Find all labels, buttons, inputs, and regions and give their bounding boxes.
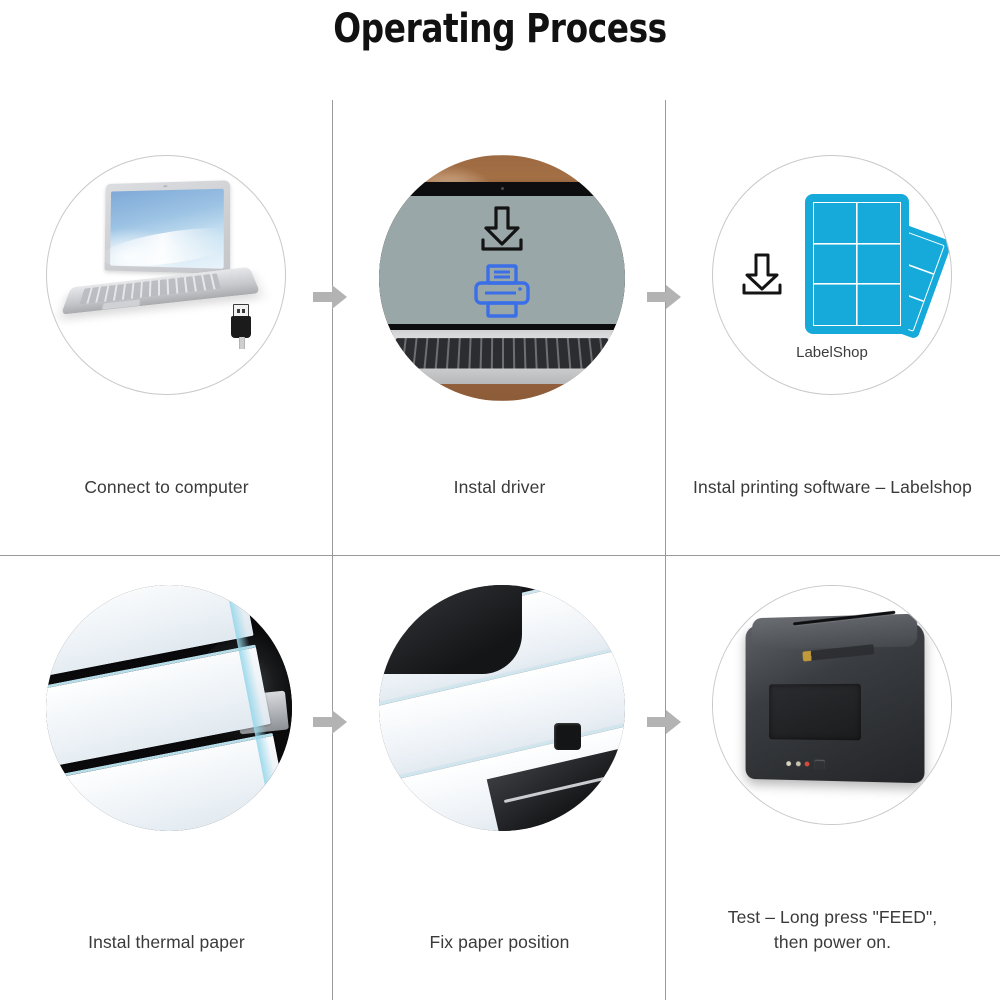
printer-mechanism-photo [379,585,625,831]
laptop-lid [104,180,231,275]
circle-photo-frame [46,585,292,831]
printer-icon [470,263,534,321]
printer-control-panel [779,757,857,773]
step-3-caption: Instal printing software – Labelshop [693,477,972,497]
step-3-media: LabelShop [666,145,999,425]
paper-led-indicator [804,761,810,767]
keyboard-icon [79,273,221,305]
step-1-media [0,145,333,425]
paper-exit-slot [793,610,896,626]
paper-guide-clip [553,722,581,750]
circle-photo-frame [379,585,625,831]
error-led-indicator [795,761,801,767]
webcam-icon [163,184,168,187]
step-5-caption: Fix paper position [429,932,570,952]
download-icon [474,204,530,256]
laptop-screen [110,188,224,269]
printer-front-cover [768,683,861,741]
grid-divider-vertical-left [332,100,333,1000]
step-5-media [333,575,666,855]
grid-divider-vertical-right [665,100,666,1000]
printer-mechanism [379,585,522,674]
circle-photo-frame [379,155,625,401]
circle-frame [712,585,952,825]
step-6-caption: Test – Long press "FEED", then power on. [666,905,999,956]
usb-body [231,316,251,338]
arrow-step-1-to-2 [313,285,347,309]
paper-guide-knob [396,592,419,606]
step-6-caption-line-2: then power on. [773,932,892,953]
circle-frame [46,155,286,395]
printer-body [745,610,924,784]
webcam-icon [500,187,504,191]
step-1-caption: Connect to computer [84,477,249,497]
labelshop-app-name: LabelShop [796,344,868,361]
printer-top-cover [751,610,917,650]
step-2-media [333,145,666,425]
label-sheet-front-icon [805,194,909,334]
power-led-indicator [786,761,792,767]
grid-divider-horizontal [0,555,1000,556]
circle-frame: LabelShop [712,155,952,395]
feed-button[interactable] [813,759,825,770]
usb-cable [239,337,245,349]
thermal-printer-photo [713,586,951,824]
arrow-step-5-to-6 [647,710,681,734]
step-6-caption-line-1: Test – Long press "FEED", [727,907,938,927]
arrow-step-2-to-3 [647,285,681,309]
step-4-media [0,575,333,855]
step-4-caption: Instal thermal paper [88,932,245,952]
label-roll-photo [46,585,292,831]
arrow-step-4-to-5 [313,710,347,734]
step-6-media [666,575,999,855]
step-2-caption: Instal driver [453,477,546,497]
page-title: Operating Process [333,6,667,52]
download-icon [737,252,787,300]
keyboard-icon [391,338,613,369]
usb-connector-icon [231,304,251,349]
